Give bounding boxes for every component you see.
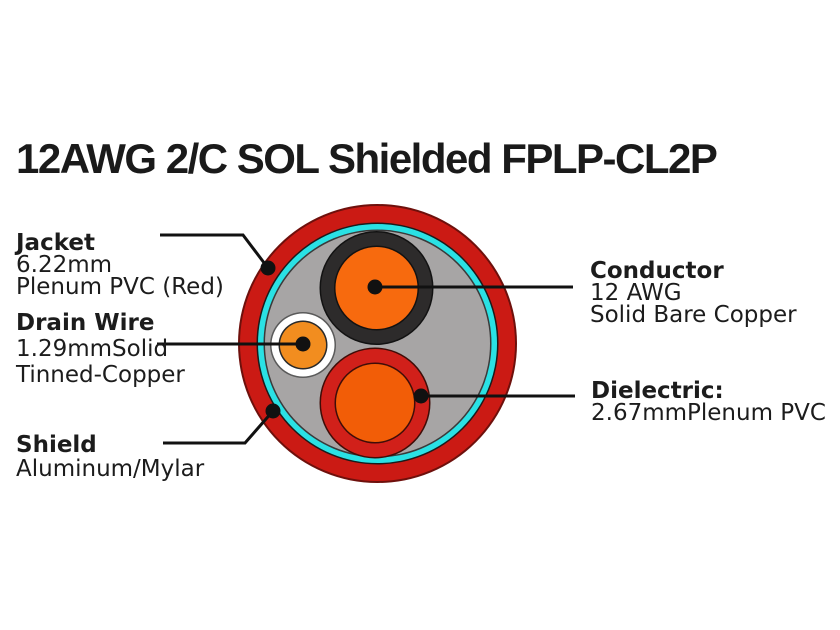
jacket-leader-line <box>160 233 270 269</box>
conductor-callout-line: Solid Bare Copper <box>590 302 797 328</box>
conductor-callout-line: 12 AWG <box>590 280 682 306</box>
jacket-callout: Jacket 6.22mm Plenum PVC (Red) <box>16 230 224 300</box>
shield-callout: Shield Aluminum/Mylar <box>16 433 204 481</box>
shield-callout-line: Aluminum/Mylar <box>16 456 205 482</box>
dielectric-leader-dot <box>413 388 429 404</box>
drain-wire-callout-line: Tinned-Copper <box>16 362 185 388</box>
conductor-callout-heading: Conductor <box>590 258 724 284</box>
dielectric-callout-heading: Dielectric: <box>591 378 724 404</box>
drain-wire-leader-dot <box>295 336 311 352</box>
dielectric-callout-line: 2.67mmPlenum PVC <box>591 400 826 426</box>
page-title: 12AWG 2/C SOL Shielded FPLP-CL2P <box>16 135 718 182</box>
drain-wire-callout: Drain Wire 1.29mmSolid Tinned-Copper <box>16 310 185 388</box>
jacket-callout-heading: Jacket <box>16 230 95 256</box>
dielectric-core <box>336 364 414 442</box>
drain-wire-callout-heading: Drain Wire <box>16 310 155 336</box>
jacket-callout-line: Plenum PVC (Red) <box>16 274 224 300</box>
shield-callout-heading: Shield <box>16 432 97 458</box>
drain-wire-callout-line: 1.29mmSolid <box>16 336 169 362</box>
shield-leader-line <box>163 410 275 445</box>
jacket-callout-line: 6.22mm <box>16 252 113 278</box>
shield-leader-dot <box>265 403 281 419</box>
conductor-leader-dot <box>367 279 383 295</box>
conductor-callout: Conductor 12 AWG Solid Bare Copper <box>590 258 797 328</box>
dielectric-callout: Dielectric: 2.67mmPlenum PVC <box>591 378 826 426</box>
jacket-leader-dot <box>260 260 276 276</box>
